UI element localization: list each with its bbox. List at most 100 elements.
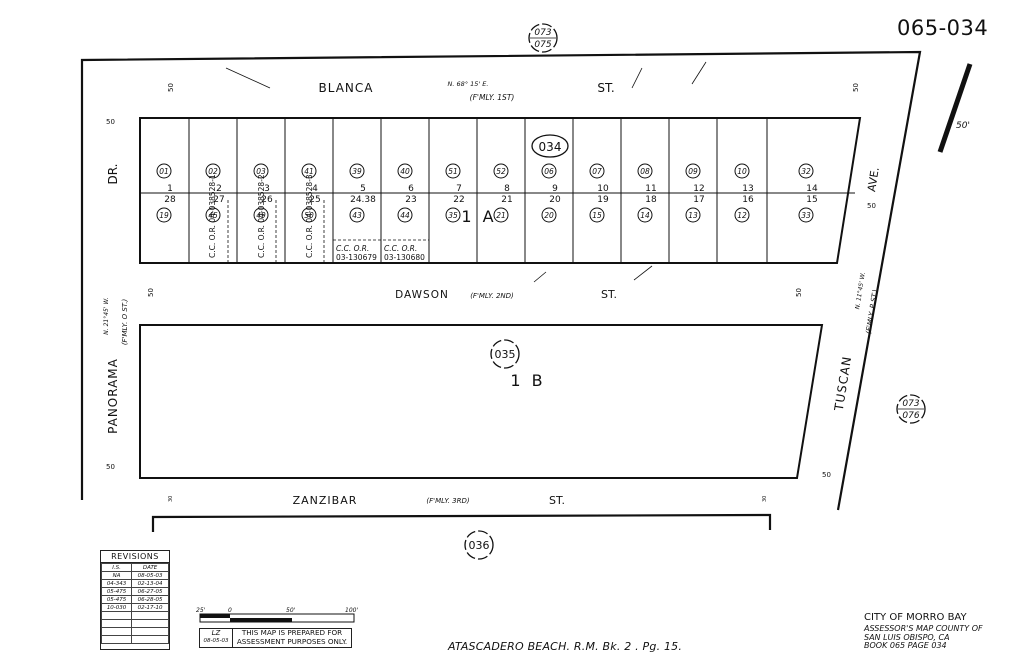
street-blanca: BLANCA	[319, 81, 374, 95]
lot-number-bottom: 20	[549, 195, 561, 205]
assessor-info: ASSESSOR'S MAP COUNTY OF SAN LUIS OBISPO…	[864, 624, 983, 651]
lot-number-bottom: 18	[645, 195, 657, 205]
parcel-number-top: 52	[496, 167, 506, 176]
street-dawson-st: ST.	[601, 288, 617, 301]
parcel-number-top: 10	[737, 167, 747, 176]
lot-number-top: 5	[360, 184, 366, 194]
revisions-cell: 04-343	[100, 579, 133, 588]
width-label: 50	[822, 471, 831, 479]
parcel-circle	[589, 207, 605, 223]
scale-bar: 25' 0 50' 100'	[196, 607, 358, 623]
revisions-header: I.S.	[100, 563, 133, 572]
parcel-circle	[637, 207, 653, 223]
parcel-number-bottom: 43	[352, 211, 362, 220]
lot-lines	[188, 118, 768, 263]
street-panorama-former: (F'MLY. O ST.)	[121, 299, 129, 346]
parcel-circle	[734, 163, 750, 179]
street-blanca-bearing: N. 68° 15' E.	[448, 80, 489, 88]
adjacent-map-top: 073 075	[528, 23, 558, 53]
lot-number-bottom: 24.38	[350, 195, 376, 205]
revisions-cell: 02-17-10	[131, 603, 169, 612]
parcel-number-bottom: 19	[159, 211, 169, 220]
parcel-number-bottom: 13	[688, 211, 698, 220]
lot-number-top: 13	[742, 184, 753, 194]
lot-number-bottom: 22	[453, 195, 464, 205]
revisions-row	[100, 627, 169, 636]
parcel-number-bottom: 33	[801, 211, 811, 220]
parcel-circle	[253, 207, 269, 223]
lz-label: LZ	[211, 629, 221, 637]
revisions-cell: 06-27-05	[131, 587, 169, 596]
lot-number-top: 9	[552, 184, 558, 194]
street-tuscan: TUSCAN	[832, 355, 855, 413]
parcel-circle	[397, 163, 413, 179]
lot-number-top: 12	[693, 184, 704, 194]
block-1b-label: 1 B	[510, 371, 545, 390]
parcel-number-bottom: 20	[544, 211, 554, 220]
parcel-circle	[493, 207, 509, 223]
svg-text:035: 035	[495, 348, 516, 361]
parcel-number-top: 32	[801, 167, 811, 176]
street-tuscan-bearing: N. 11°45' W.	[854, 272, 867, 310]
revisions-cell	[131, 627, 169, 636]
lot-number-bottom: 26	[261, 195, 273, 205]
revisions-cell: 06-28-05	[131, 595, 169, 604]
width-label: 30	[762, 496, 768, 502]
cc-or-label-5a: C.C. O.R.	[384, 244, 417, 253]
parcel-number-top: 06	[544, 167, 554, 176]
revisions-cell: NA	[100, 571, 133, 580]
lot-number-bottom: 19	[597, 195, 609, 205]
survey-annotations	[225, 61, 973, 283]
revisions-cell	[131, 635, 169, 644]
revisions-cell: 05-475	[100, 595, 133, 604]
parcel-number-bottom: 35	[448, 211, 458, 220]
revisions-cell	[100, 627, 133, 636]
parcel-number-bottom: 12	[737, 211, 747, 220]
parcel-circle	[685, 207, 701, 223]
width-label: 50	[867, 202, 876, 210]
street-panorama: PANORAMA	[106, 358, 120, 434]
parcel-circle	[589, 163, 605, 179]
lot-number-top: 10	[597, 184, 609, 194]
revisions-cell	[100, 619, 133, 628]
revisions-cell: 08-05-03	[131, 571, 169, 580]
block-1b-outline	[139, 324, 824, 479]
parcel-number-bottom: 14	[640, 211, 650, 220]
parcel-circle	[253, 163, 269, 179]
parcel-number-top: 01	[159, 167, 169, 176]
street-tuscan-ave: AVE.	[865, 166, 882, 193]
lot-number-bottom: 15	[806, 195, 817, 205]
lot-number-top: 14	[806, 184, 818, 194]
parcel-number-bottom: 45	[208, 211, 218, 220]
adjacent-map-top-1: 073	[534, 28, 551, 38]
cc-or-label-1: C.C. O.R. 04-038528-1	[208, 174, 217, 258]
parcel-number-top: 08	[640, 167, 650, 176]
parcel-circle	[349, 163, 365, 179]
svg-text:100': 100'	[345, 607, 358, 614]
adjacent-map-right-1: 073	[902, 399, 919, 409]
parcel-circle	[798, 163, 814, 179]
parcel-circle	[205, 207, 221, 223]
svg-text:036: 036	[469, 539, 490, 552]
street-panorama-bearing: N. 21°45' W.	[103, 297, 110, 335]
parcel-circle	[493, 163, 509, 179]
parcel-number-top: 51	[448, 167, 458, 176]
revisions-row	[100, 611, 169, 620]
lot-number-top: 7	[456, 184, 462, 194]
parcel-circle	[541, 207, 557, 223]
parcel-number-bottom: 50	[304, 211, 314, 220]
revisions-cell	[131, 611, 169, 620]
revisions-row	[100, 635, 169, 644]
lot-number-top: 2	[216, 184, 222, 194]
parcel-circle	[798, 207, 814, 223]
lot-number-top: 11	[645, 184, 656, 194]
street-zanzibar-former: (F'MLY. 3RD)	[426, 497, 469, 505]
width-label: 50	[852, 83, 860, 92]
lot-number-bottom: 16	[742, 195, 754, 205]
